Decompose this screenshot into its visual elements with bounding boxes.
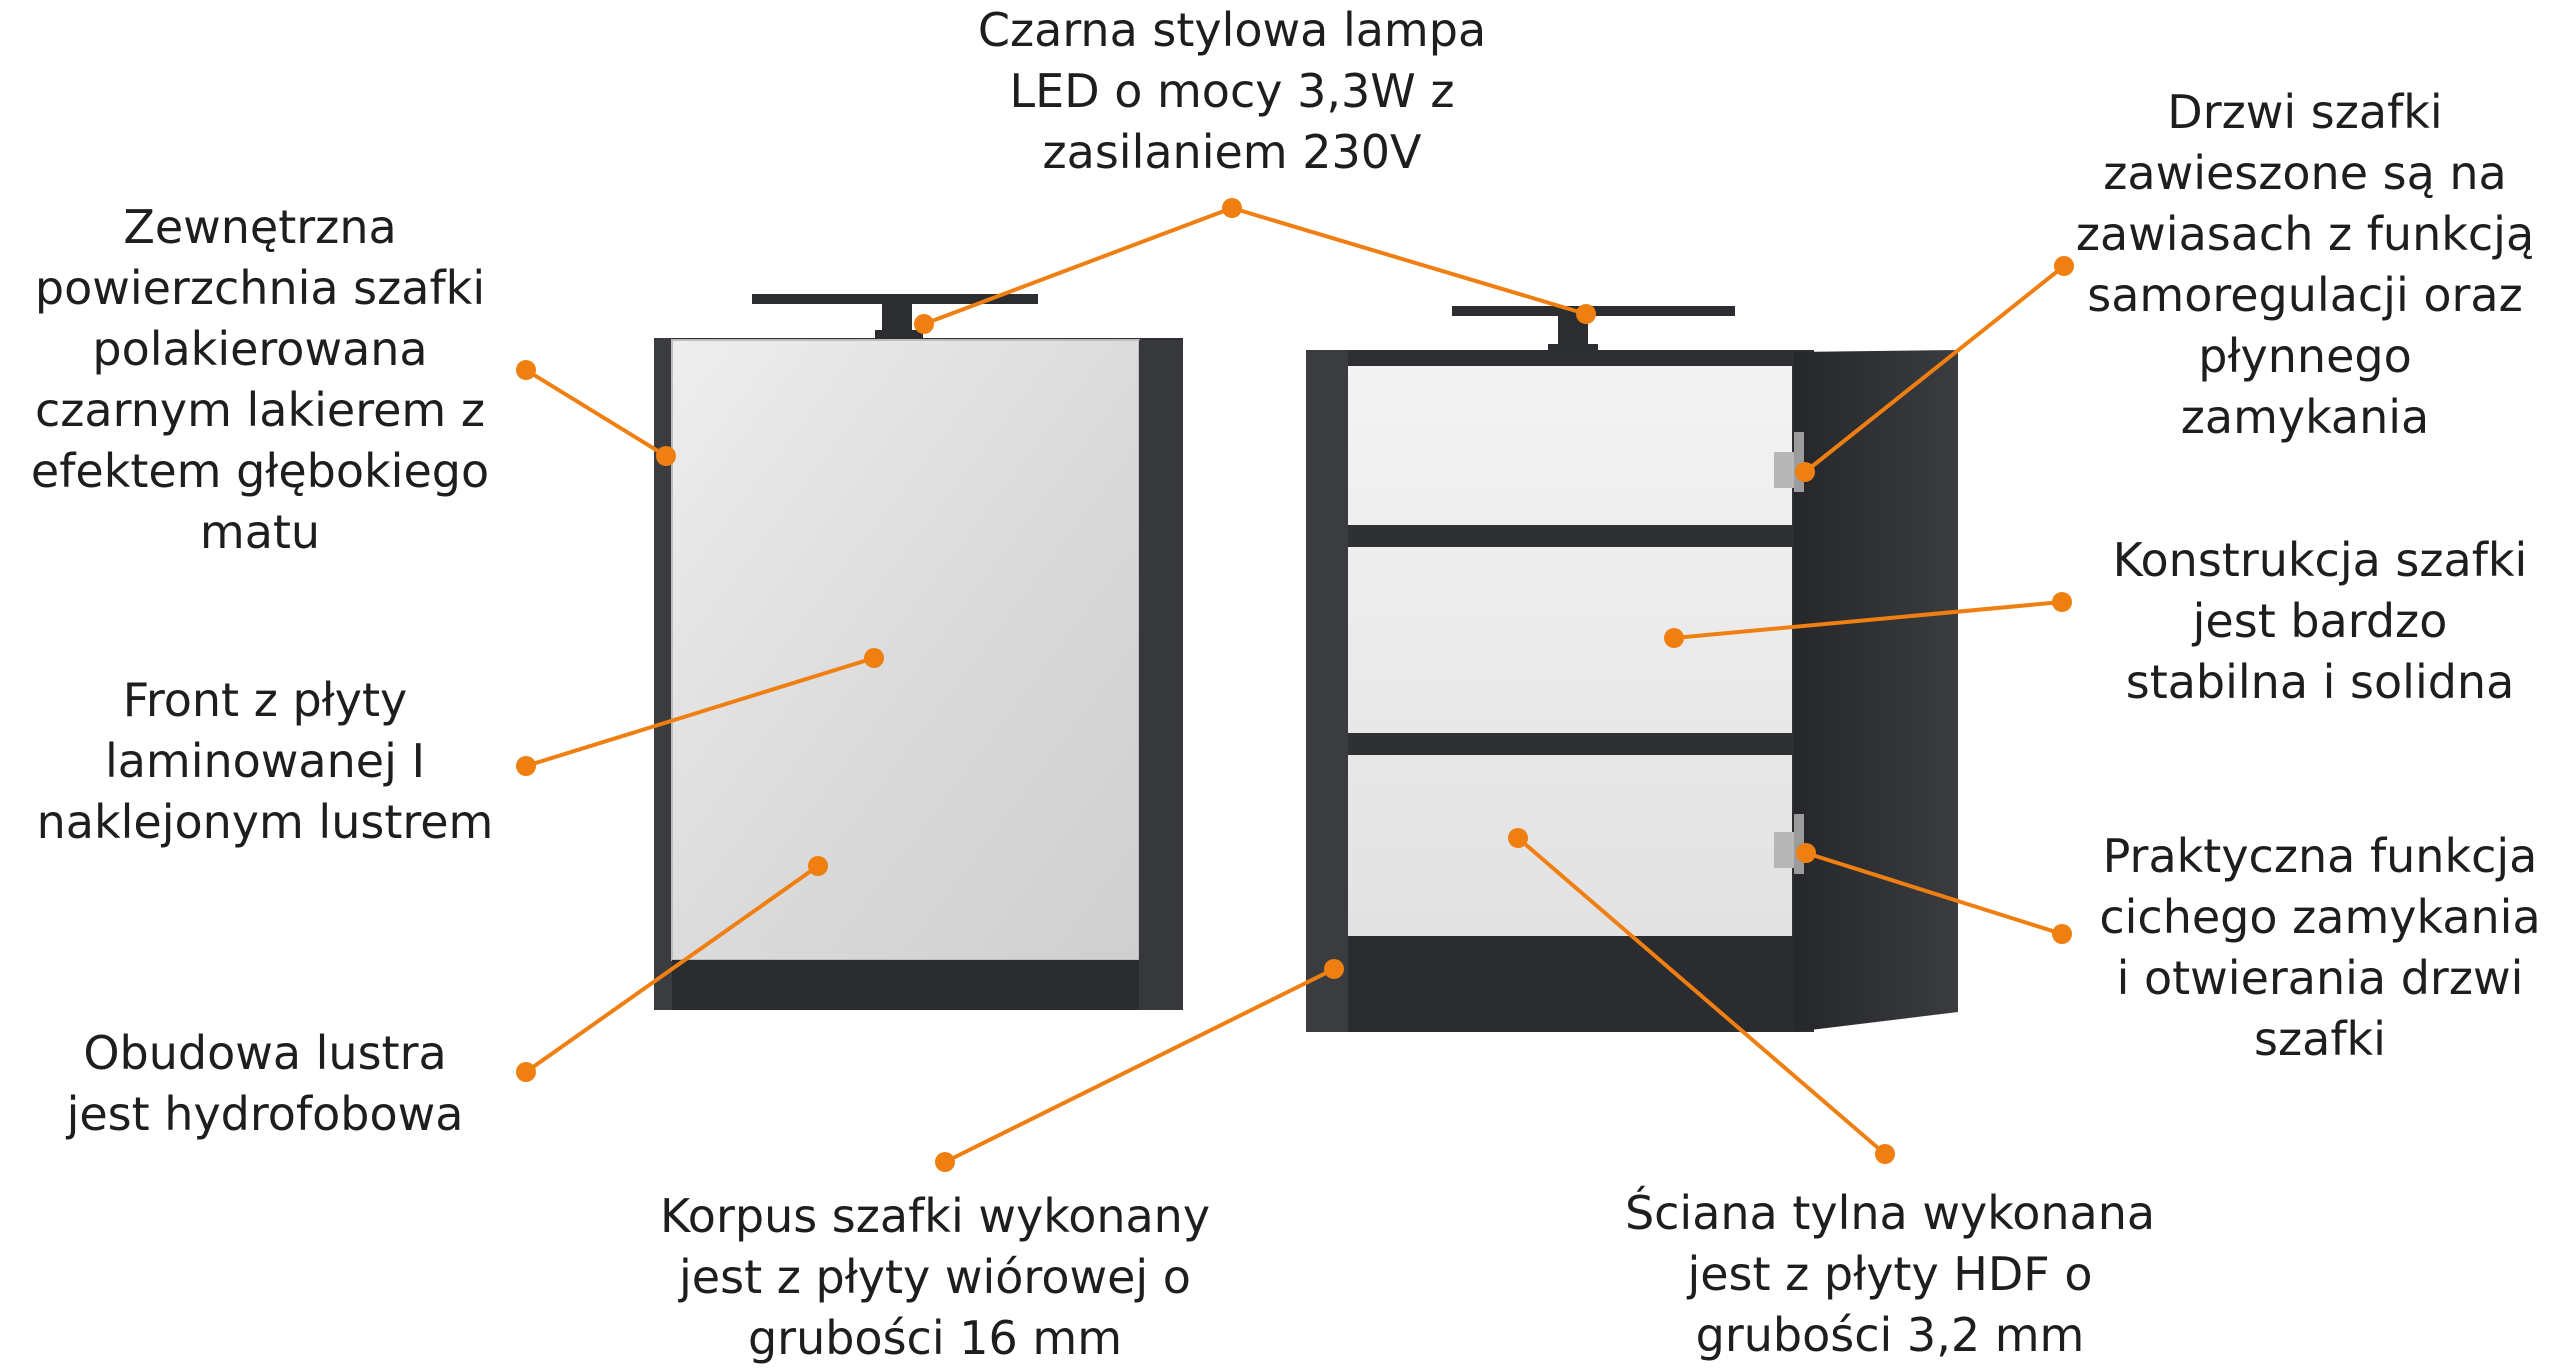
closed-lamp-stem (882, 304, 912, 334)
annotation-line: Ściana tylna wykonana (1624, 1186, 2156, 1240)
callout-line-lamp-right (1230, 206, 1588, 316)
annotation-line: Konstrukcja szafki (2112, 533, 2528, 587)
dot-lamp-right (1576, 304, 1596, 324)
closed-lamp-mount (875, 330, 923, 340)
back-panel (1348, 366, 1792, 936)
callout-line-body (943, 967, 1336, 1164)
annotation-line: jest z płyty wiórowej o (679, 1250, 1191, 1304)
annotation-line: stabilna i solidna (2125, 655, 2515, 709)
annotation-line: zawieszone są na (2103, 146, 2507, 200)
annotation-line: grubości 16 mm (747, 1311, 1123, 1365)
annotation-line: i otwierania drzwi (2116, 951, 2524, 1005)
open-door (1794, 350, 1958, 1032)
callout-line-door (1803, 264, 2066, 474)
annotation-lamp: Czarna stylowa lampa LED o mocy 3,3W z z… (912, 0, 1552, 183)
mirror-front (672, 340, 1139, 960)
annotation-line: Czarna stylowa lampa (977, 3, 1487, 57)
dot-lamp-left (914, 314, 934, 334)
dot-construction-text (2052, 592, 2072, 612)
closed-bottom-shelf (672, 960, 1139, 1010)
annotation-door: Drzwi szafki zawieszone są na zawiasach … (2050, 82, 2560, 448)
annotation-softclose: Praktyczna funkcja cichego zamykania i o… (2080, 826, 2560, 1070)
open-cabinet-side (1306, 350, 1348, 1032)
annotation-line: Obudowa lustra (83, 1026, 447, 1080)
open-cabinet (1306, 306, 1958, 1032)
annotation-front: Front z płyty laminowanej I naklejonym l… (0, 670, 530, 853)
dot-front-text (516, 756, 536, 776)
dot-back-text (1875, 1144, 1895, 1164)
annotation-line: Drzwi szafki (2167, 85, 2443, 139)
closed-lamp-bar (752, 294, 1038, 304)
open-lamp-mount (1548, 344, 1598, 352)
annotation-line: jest bardzo (2192, 594, 2448, 648)
annotation-line: Praktyczna funkcja (2102, 829, 2538, 883)
annotation-body: Korpus szafki wykonany jest z płyty wiór… (600, 1186, 1270, 1369)
annotation-line: cichego zamykania (2099, 890, 2541, 944)
shelf-middle (1348, 733, 1794, 755)
callout-lines (524, 206, 2066, 1164)
callout-line-construction (1672, 600, 2064, 640)
annotation-line: LED o mocy 3,3W z (1009, 64, 1455, 118)
dot-lamp-hub (1222, 198, 1242, 218)
annotation-line: płynnego (2198, 329, 2412, 383)
dot-door (1795, 462, 1815, 482)
dot-housing-text (516, 1062, 536, 1082)
annotation-line: szafki (2254, 1012, 2386, 1066)
dot-door-text (2054, 256, 2074, 276)
callout-line-softclose (1804, 851, 2064, 936)
annotation-line: laminowanej I (104, 734, 426, 788)
annotation-line: czarnym lakierem z (34, 383, 485, 437)
callout-line-lamp-left (922, 206, 1234, 326)
closed-cabinet-side (654, 338, 672, 1010)
annotation-line: matu (199, 505, 321, 559)
dot-lacquer (656, 446, 676, 466)
dot-body-text (935, 1152, 955, 1172)
shelf-top (1348, 525, 1794, 547)
dot-construction (1664, 628, 1684, 648)
annotation-line: powierzchnia szafki (34, 261, 486, 315)
annotation-line: polakierowana (92, 322, 428, 376)
hinge-top (1774, 432, 1804, 492)
annotation-back: Ściana tylna wykonana jest z płyty HDF o… (1560, 1183, 2220, 1366)
annotation-line: samoregulacji oraz (2087, 268, 2523, 322)
annotation-line: Front z płyty (122, 673, 408, 727)
bottom-panel (1348, 936, 1794, 1032)
annotation-line: zamykania (2180, 390, 2430, 444)
callout-line-back (1516, 836, 1887, 1156)
annotation-line: jest hydrofobowa (66, 1087, 464, 1141)
annotation-construction: Konstrukcja szafki jest bardzo stabilna … (2080, 530, 2560, 713)
callout-line-front (524, 656, 876, 768)
annotation-line: zasilaniem 230V (1042, 125, 1422, 179)
annotation-line: Korpus szafki wykonany (659, 1189, 1211, 1243)
annotation-line: grubości 3,2 mm (1695, 1308, 2085, 1362)
dot-body (1324, 959, 1344, 979)
closed-door-edge (1139, 340, 1183, 1010)
dot-front (864, 648, 884, 668)
annotation-line: naklejonym lustrem (36, 795, 494, 849)
annotation-housing: Obudowa lustra jest hydrofobowa (0, 1023, 530, 1145)
callout-line-housing (524, 864, 820, 1074)
annotation-line: efektem głębokiego (30, 444, 490, 498)
annotation-line: Zewnętrzna (123, 200, 397, 254)
annotation-line: zawiasach z funkcją (2075, 207, 2535, 261)
dot-softclose (1796, 843, 1816, 863)
annotation-lacquer: Zewnętrzna powierzchnia szafki polakiero… (0, 197, 520, 563)
callout-line-lacquer (524, 368, 668, 458)
hinge-bottom (1774, 814, 1804, 874)
annotation-line: jest z płyty HDF o (1687, 1247, 2093, 1301)
closed-cabinet (654, 294, 1183, 1010)
dot-housing (808, 856, 828, 876)
dot-softclose-text (2052, 924, 2072, 944)
callout-dots (516, 198, 2074, 1172)
dot-lacquer-text (516, 360, 536, 380)
dot-back (1508, 828, 1528, 848)
